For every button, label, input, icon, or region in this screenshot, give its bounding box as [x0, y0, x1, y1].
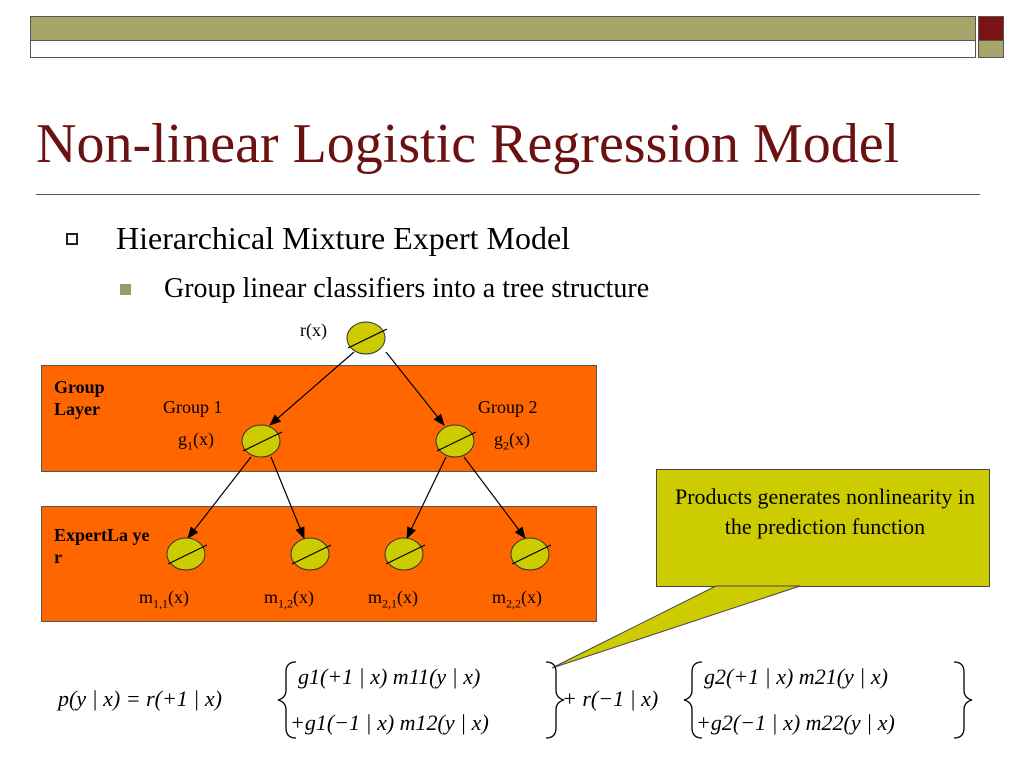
m11-label: m1,1(x) [139, 587, 190, 611]
node-g2 [435, 424, 477, 458]
node-g1 [241, 424, 283, 458]
slide-title: Non-linear Logistic Regression Model [36, 113, 900, 175]
edge-g1-m11 [187, 456, 252, 539]
node-m11 [166, 537, 208, 571]
g1-label: g1(x) [178, 429, 214, 453]
header-bar-bottom [30, 41, 976, 58]
edge-g2-m22 [463, 456, 526, 539]
edge-root-g1 [269, 351, 355, 426]
g2-label: g2(x) [494, 429, 530, 453]
group-layer-label: Group Layer [54, 377, 105, 419]
m12-label: m1,2(x) [264, 587, 315, 611]
header-bar-top [30, 16, 976, 41]
edge-g1-m12 [270, 456, 305, 540]
brace-left-1 [277, 661, 297, 739]
brace-right-1 [545, 661, 565, 739]
callout-text: Products generates nonlinearity in the p… [675, 484, 975, 539]
title-divider [36, 194, 980, 195]
bullet-text-2: Group linear classifiers into a tree str… [164, 273, 650, 304]
brace-right-2 [953, 661, 973, 739]
formula-middle: + r(−1 | x) [562, 686, 658, 711]
group1-name: Group 1 [163, 397, 223, 417]
node-m22 [510, 537, 552, 571]
sub-bullet-icon [120, 284, 131, 295]
formula-brace1-bottom: +g1(−1 | x) m12(y | x) [290, 710, 489, 735]
header-corner-red [978, 16, 1004, 41]
formula-brace1-top: g1(+1 | x) m11(y | x) [298, 664, 480, 689]
callout-box [656, 469, 990, 587]
node-m12 [290, 537, 332, 571]
bullet-square-icon [66, 233, 78, 245]
formula-lhs: p(y | x) = r(+1 | x) [56, 686, 222, 711]
edge-g2-m21 [406, 456, 447, 540]
root-label: r(x) [300, 320, 327, 340]
header-corner-olive [978, 41, 1004, 58]
callout-pointer [551, 585, 801, 669]
m21-label: m2,1(x) [368, 587, 419, 611]
formula-brace2-top: g2(+1 | x) m21(y | x) [704, 664, 888, 689]
group2-name: Group 2 [478, 397, 538, 417]
brace-left-2 [683, 661, 703, 739]
edge-root-g2 [385, 351, 445, 426]
m22-label: m2,2(x) [492, 587, 543, 611]
node-m21 [384, 537, 426, 571]
expert-layer-label: ExpertLa yer [54, 525, 150, 567]
bullet-text-1: Hierarchical Mixture Expert Model [116, 220, 571, 256]
node-root [346, 321, 388, 355]
formula-brace2-bottom: +g2(−1 | x) m22(y | x) [696, 710, 895, 735]
